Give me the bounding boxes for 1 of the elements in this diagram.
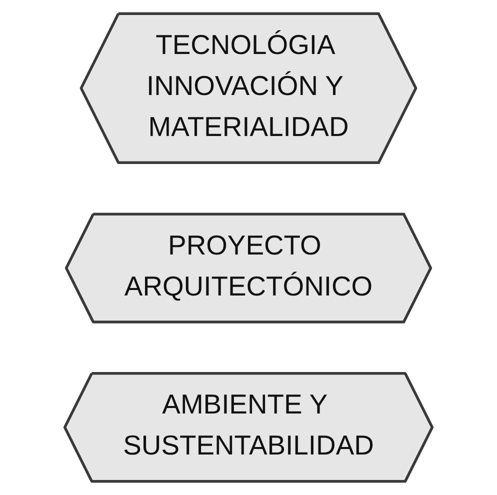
diagram: TECNOLÓGIA INNOVACIÓN Y MATERIALIDAD PROYECTO ARQUITECTÓNICO AMBIENTE Y SUSTENTABILIDAD bbox=[0, 0, 497, 495]
